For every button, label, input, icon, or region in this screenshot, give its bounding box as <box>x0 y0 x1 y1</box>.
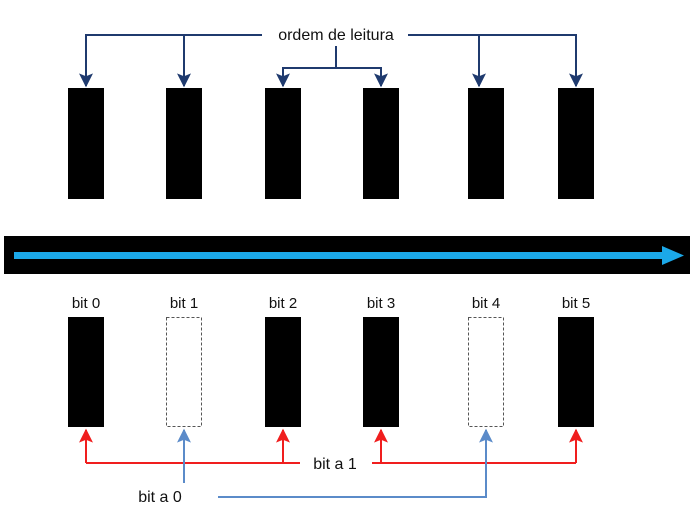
read-arrow-3 <box>336 67 388 88</box>
reading-order-title: ordem de leitura <box>278 27 394 44</box>
read-arrow-2 <box>276 67 336 88</box>
bit-zero-arrow-4 <box>218 428 493 498</box>
bit-label-row: bit 0 bit 1 bit 2 bit 3 bit 4 bit 5 <box>72 295 590 312</box>
bit-zero-label: bit a 0 <box>138 489 182 506</box>
top-bar-0 <box>68 88 104 199</box>
bit-label-0: bit 0 <box>72 295 100 312</box>
bit-label-3: bit 3 <box>367 295 395 312</box>
top-bar-5 <box>558 88 594 199</box>
bit-bar-empty-4 <box>468 317 504 427</box>
top-bar-row <box>68 88 594 199</box>
bit-label-5: bit 5 <box>562 295 590 312</box>
bit-bar-row <box>68 317 594 427</box>
bit-bar-3 <box>363 317 399 427</box>
bit-zero-connectors <box>177 428 493 498</box>
bit-label-2: bit 2 <box>269 295 297 312</box>
reading-order-arrows <box>79 34 583 88</box>
top-bar-2 <box>265 88 301 199</box>
bit-bar-2 <box>265 317 301 427</box>
bit-bar-0 <box>68 317 104 427</box>
bit-bar-empty-1 <box>166 317 202 427</box>
bit-one-label: bit a 1 <box>313 456 357 473</box>
top-bar-4 <box>468 88 504 199</box>
bit-label-4: bit 4 <box>472 295 500 312</box>
top-bar-3 <box>363 88 399 199</box>
direction-arrow <box>14 246 684 265</box>
bit-label-1: bit 1 <box>170 295 198 312</box>
read-arrow-0 <box>79 34 262 88</box>
top-bar-1 <box>166 88 202 199</box>
read-arrow-4 <box>408 34 583 88</box>
bit-one-connectors <box>79 428 583 464</box>
bit-bar-5 <box>558 317 594 427</box>
